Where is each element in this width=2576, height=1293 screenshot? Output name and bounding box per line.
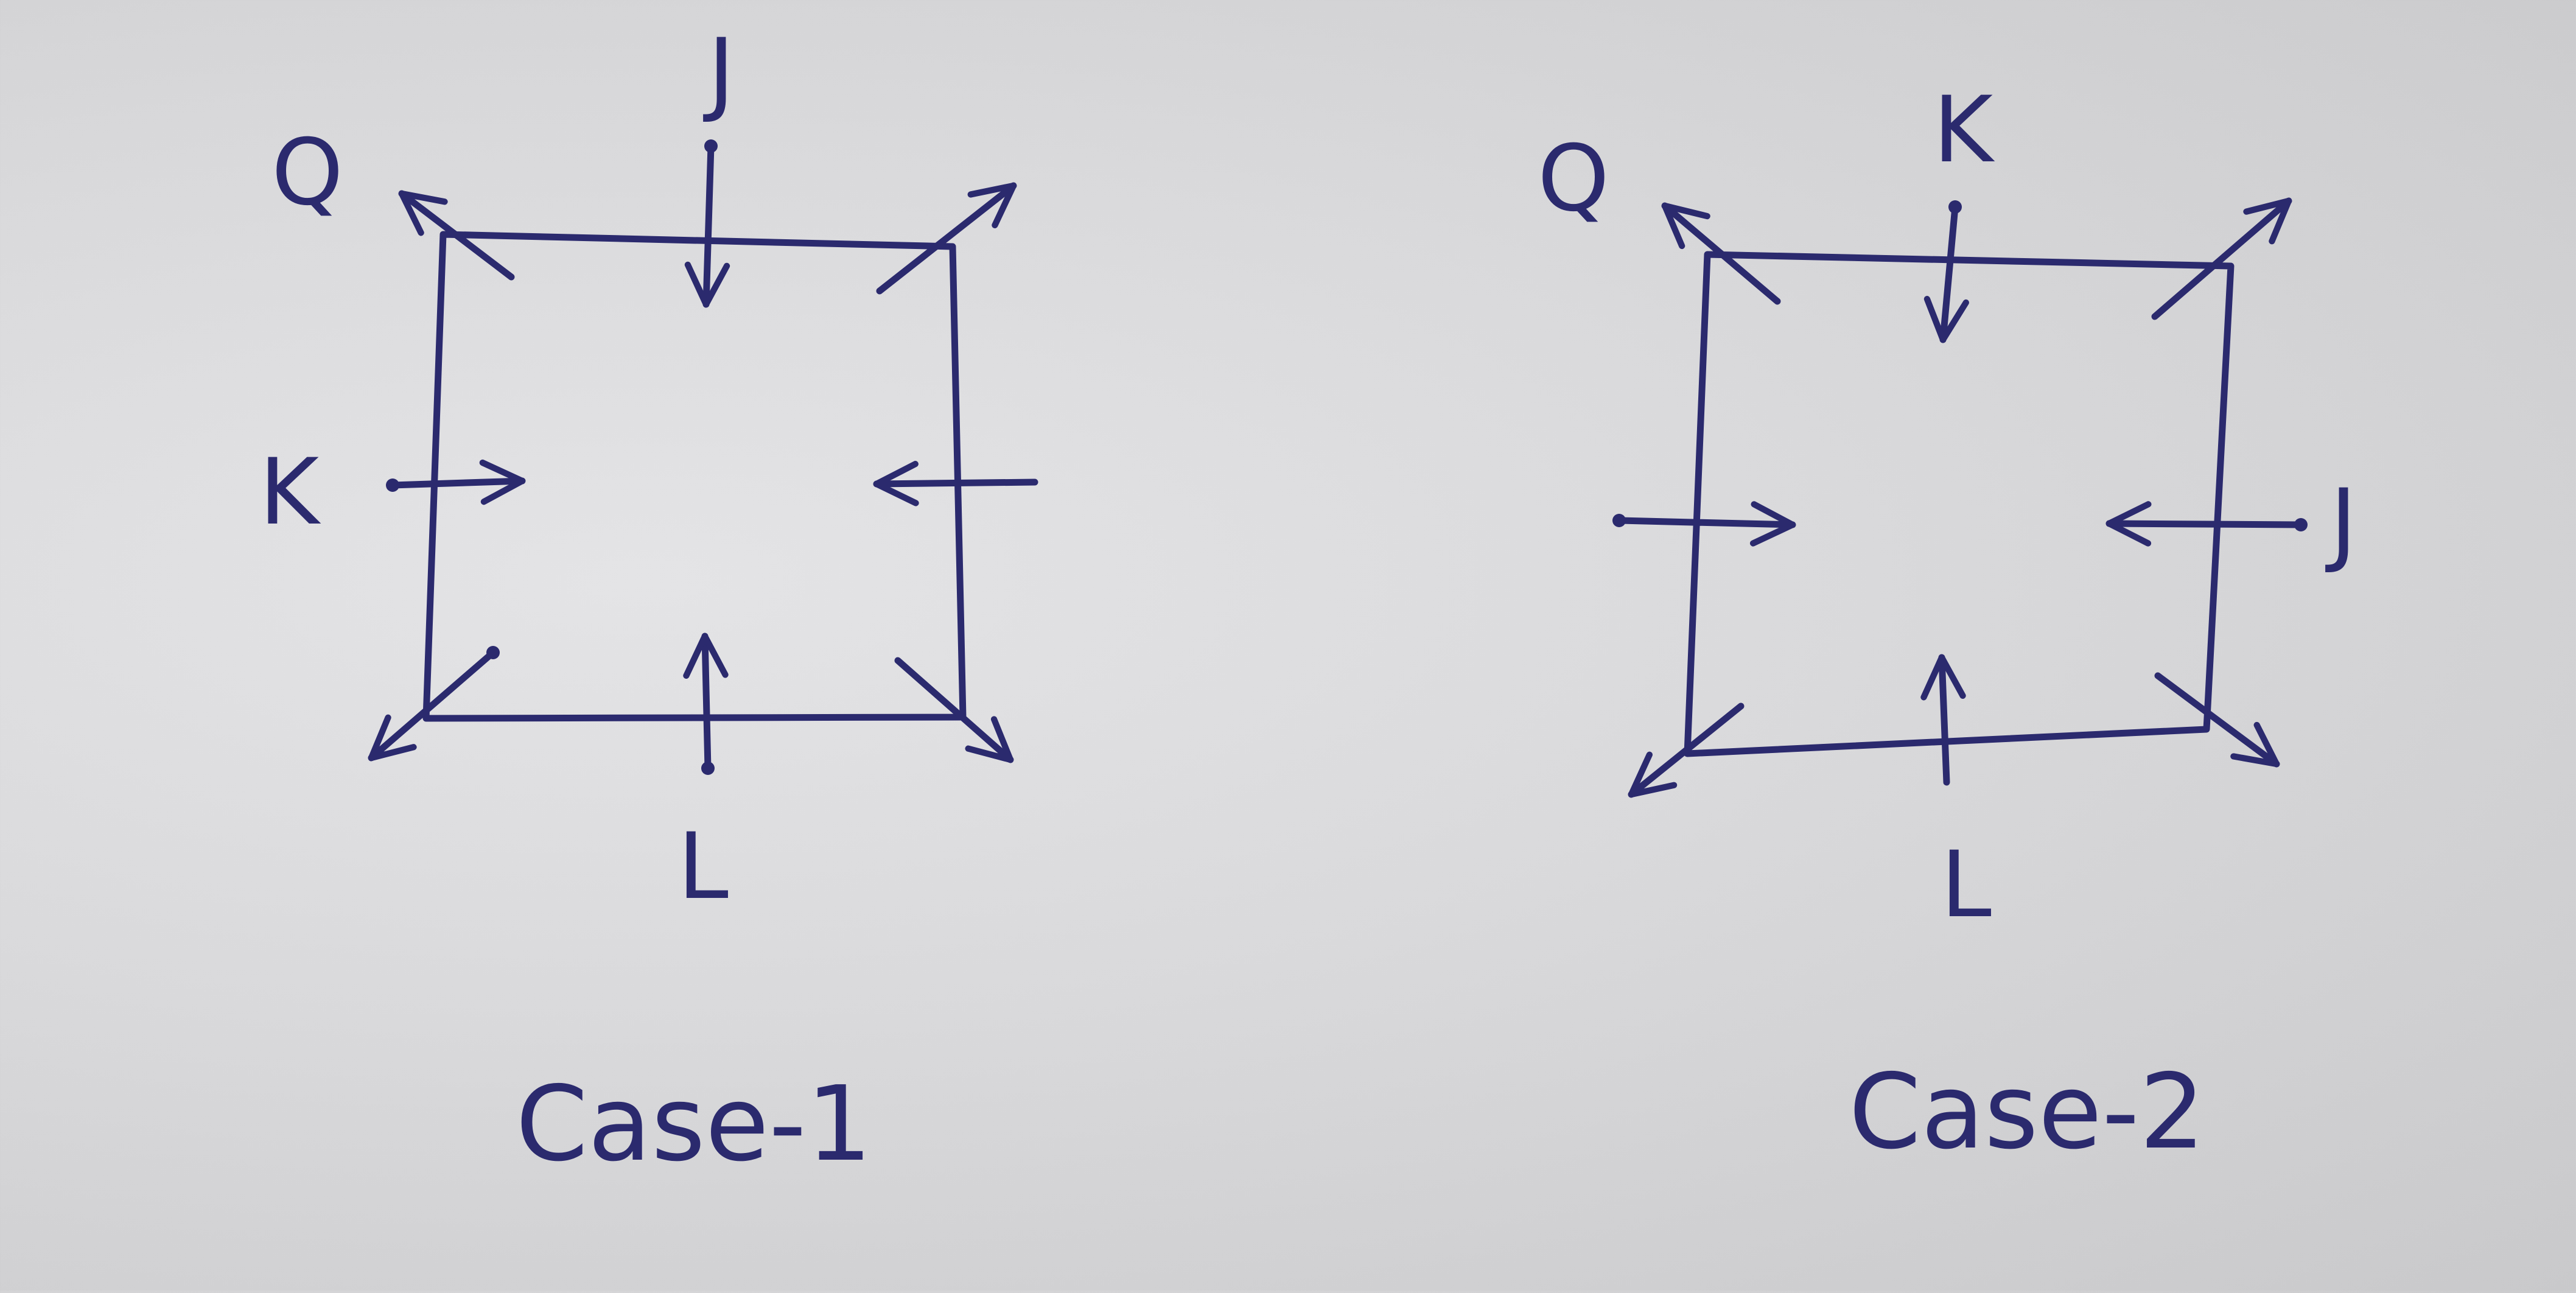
case-1-caption: Case-1 [516,1064,872,1185]
case-2-bottom-right-corner-arrow [2154,672,2280,768]
case-2-left-edge-arrow [1615,501,1796,547]
case-1-left-edge-arrow [389,459,526,505]
case-1-bottom-edge-arrow [683,632,729,772]
case-2-corner-label: Q [1538,126,1609,232]
case-1-left-label: K [259,440,321,545]
case-1-top-left-corner-arrow [398,190,515,281]
case-1-labels: Q J K L Case-1 [259,19,872,1185]
case-2-caption: Case-2 [1849,1052,2205,1172]
case-1-right-edge-arrow [873,461,1038,506]
case-1-bottom-label: L [677,814,729,920]
case-2-diagram: Q K J L Case-2 [1538,77,2357,1172]
case-1-diagram: Q J K L Case-1 [259,19,1038,1185]
case-1-bottom-right-corner-arrow [894,657,1014,763]
case-1-top-right-corner-arrow [876,182,1017,295]
case-2-bottom-label: L [1941,832,1992,938]
case-1-top-edge-arrow [684,142,730,308]
case-2-bottom-edge-arrow [1920,654,1966,786]
case-1-corner-label: Q [271,120,343,226]
case-1-square [422,231,967,722]
case-2-pen-dots [1612,200,2308,531]
case-2-bottom-left-corner-arrow [1628,703,1745,798]
case-2-top-left-corner-arrow [1661,202,1781,305]
case-2-top-right-corner-arrow [2151,197,2292,320]
case-2-square [1684,251,2235,757]
case-1-bottom-left-corner-arrow [368,649,497,762]
case-2-right-edge-arrow [2105,501,2305,547]
case-2-labels: Q K J L Case-2 [1538,77,2357,1172]
case-1-pen-dots [386,139,718,775]
case-2-top-edge-arrow [1923,203,1969,343]
case-2-right-label: J [2325,470,2357,576]
case-1-top-label: J [703,19,735,125]
case-2-top-label: K [1933,77,1995,183]
